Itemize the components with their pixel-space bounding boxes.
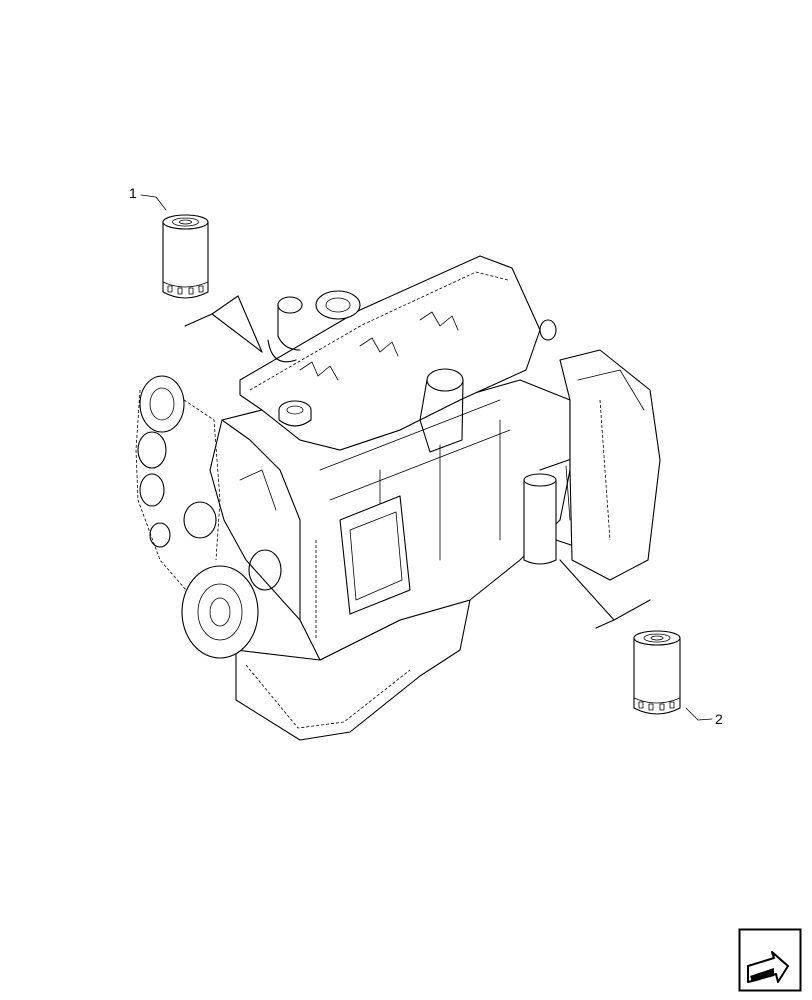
next-page-button[interactable] (738, 928, 802, 992)
leader-line-2 (685, 707, 713, 721)
assembly-line-1 (184, 313, 263, 353)
callout-label-2: 2 (715, 711, 723, 727)
engine-assembly (135, 255, 661, 741)
next-page-arrow-icon (738, 928, 802, 992)
oil-filter-1 (162, 214, 209, 299)
oil-filter-2 (633, 630, 681, 715)
callout-label-1: 1 (129, 185, 137, 201)
leader-line-1 (140, 194, 167, 211)
